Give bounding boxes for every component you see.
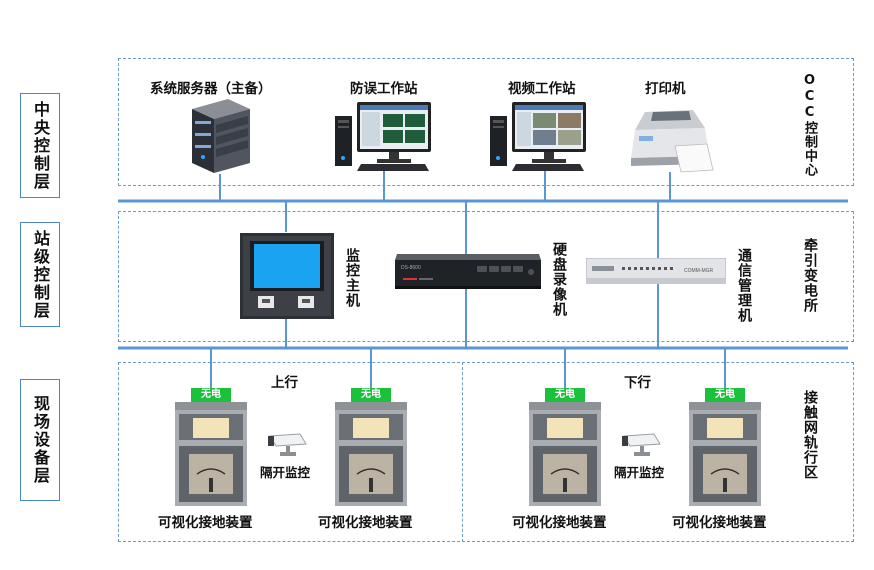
anti-misop-label: 防误工作站 [350, 81, 418, 97]
comm-panel-text: COMM-MGR [684, 268, 714, 274]
occ-zone-label: OCC控制中心 [802, 73, 817, 177]
grounding-label-4: 可视化接地装置 [672, 515, 767, 531]
grounding-device-4: 无电 [689, 388, 761, 506]
grounding-cabinet-icon [529, 402, 601, 506]
grounding-label-1: 可视化接地装置 [158, 515, 253, 531]
video-workstation-icon [490, 102, 586, 171]
server-icon [192, 99, 250, 173]
video-label: 视频工作站 [508, 81, 576, 97]
layer-label-station-text: 站级控制层 [31, 229, 50, 320]
grounding-device-1: 无电 [175, 388, 247, 506]
grounding-device-2: 无电 [335, 388, 407, 506]
occ-zone [118, 58, 854, 186]
camera-icon-up [268, 433, 307, 456]
monitor-host-label: 监控主机 [344, 248, 360, 308]
grounding-cabinet-icon [689, 402, 761, 506]
server-label: 系统服务器（主备） [150, 81, 272, 97]
monitor-host-icon [240, 233, 334, 319]
status-light-1: 无电 [191, 388, 231, 402]
comm-manager-label: 通信管理机 [736, 248, 752, 323]
status-light-3: 无电 [545, 388, 585, 402]
layer-label-central-text: 中央控制层 [31, 100, 50, 191]
camera-label-up: 隔开监控 [260, 465, 311, 480]
camera-label-down: 隔开监控 [614, 465, 665, 480]
dvr-panel-text: DS-8600 [401, 265, 421, 271]
field-zone [118, 362, 854, 542]
comm-manager-icon: COMM-MGR [586, 258, 726, 284]
layer-label-station: 站级控制层 [20, 222, 60, 327]
station-zone [118, 211, 854, 342]
field-zone-label: 接触网轨行区 [802, 390, 818, 480]
layer-label-field: 现场设备层 [20, 379, 60, 501]
printer-label: 打印机 [645, 81, 686, 97]
up-label: 上行 [271, 375, 298, 391]
dvr-icon: DS-8600 [395, 254, 541, 289]
grounding-label-3: 可视化接地装置 [512, 515, 607, 531]
down-label: 下行 [624, 375, 651, 391]
grounding-label-2: 可视化接地装置 [318, 515, 413, 531]
printer-icon [631, 110, 714, 173]
status-light-4: 无电 [705, 388, 745, 402]
field-divider [462, 362, 463, 542]
anti-misop-workstation-icon [335, 102, 431, 171]
grounding-device-3: 无电 [529, 388, 601, 506]
grounding-cabinet-icon [335, 402, 407, 506]
status-light-2: 无电 [351, 388, 391, 402]
dvr-label: 硬盘录像机 [551, 242, 567, 317]
layer-label-field-text: 现场设备层 [31, 395, 50, 485]
grounding-cabinet-icon [175, 402, 247, 506]
camera-icon-down [622, 433, 661, 456]
layer-label-central: 中央控制层 [20, 93, 60, 198]
station-zone-label: 牵引变电所 [802, 238, 818, 313]
